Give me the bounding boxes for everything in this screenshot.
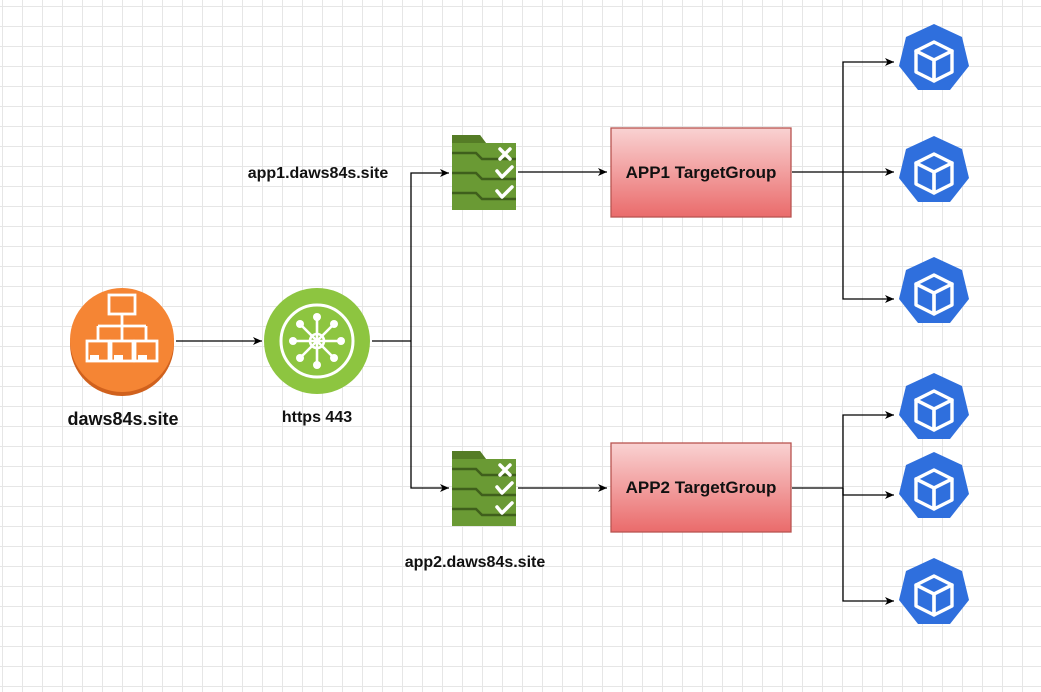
- rule2-host-label: app2.daws84s.site: [405, 554, 546, 571]
- kubernetes-pod-icon[interactable]: [897, 134, 971, 204]
- route53-hosted-zone-icon: [70, 288, 174, 396]
- connector-tg2-to-pod4: [842, 411, 894, 488]
- connector-tg2-to-pod5: [842, 488, 894, 499]
- kubernetes-pod-icon[interactable]: [897, 556, 971, 626]
- kubernetes-pod-icon[interactable]: [897, 22, 971, 92]
- connector-listener-to-rule2: [410, 341, 449, 492]
- listener-node[interactable]: https 443: [264, 288, 370, 426]
- tg2-label: APP2 TargetGroup: [626, 478, 777, 497]
- tg1-label: APP1 TargetGroup: [626, 163, 777, 182]
- rule1-host-label: app1.daws84s.site: [248, 165, 389, 182]
- listener-rule-icon: [450, 449, 518, 527]
- connector-tg2-to-pod6: [842, 488, 894, 605]
- listener-label: https 443: [282, 409, 352, 426]
- kubernetes-pod-icon[interactable]: [897, 450, 971, 520]
- kubernetes-pod-icon[interactable]: [897, 371, 971, 441]
- listener-rule-1[interactable]: app1.daws84s.site: [248, 133, 518, 211]
- connector-listener-to-rule1: [410, 169, 449, 341]
- kubernetes-pod-icon[interactable]: [897, 255, 971, 325]
- domain-label: daws84s.site: [67, 409, 178, 429]
- alb-listener-icon: [264, 288, 370, 394]
- connector-tg1-to-pod1: [842, 58, 894, 172]
- target-group-app2[interactable]: APP2 TargetGroup: [610, 442, 792, 533]
- pods-app2: [897, 371, 971, 626]
- pods-app1: [897, 22, 971, 325]
- connector-tg1-to-pod3: [842, 172, 894, 303]
- connectors: [176, 58, 894, 605]
- listener-rule-2[interactable]: app2.daws84s.site: [405, 449, 546, 571]
- listener-rule-icon: [450, 133, 518, 211]
- domain-node[interactable]: daws84s.site: [67, 288, 179, 429]
- target-group-app1[interactable]: APP1 TargetGroup: [610, 127, 792, 218]
